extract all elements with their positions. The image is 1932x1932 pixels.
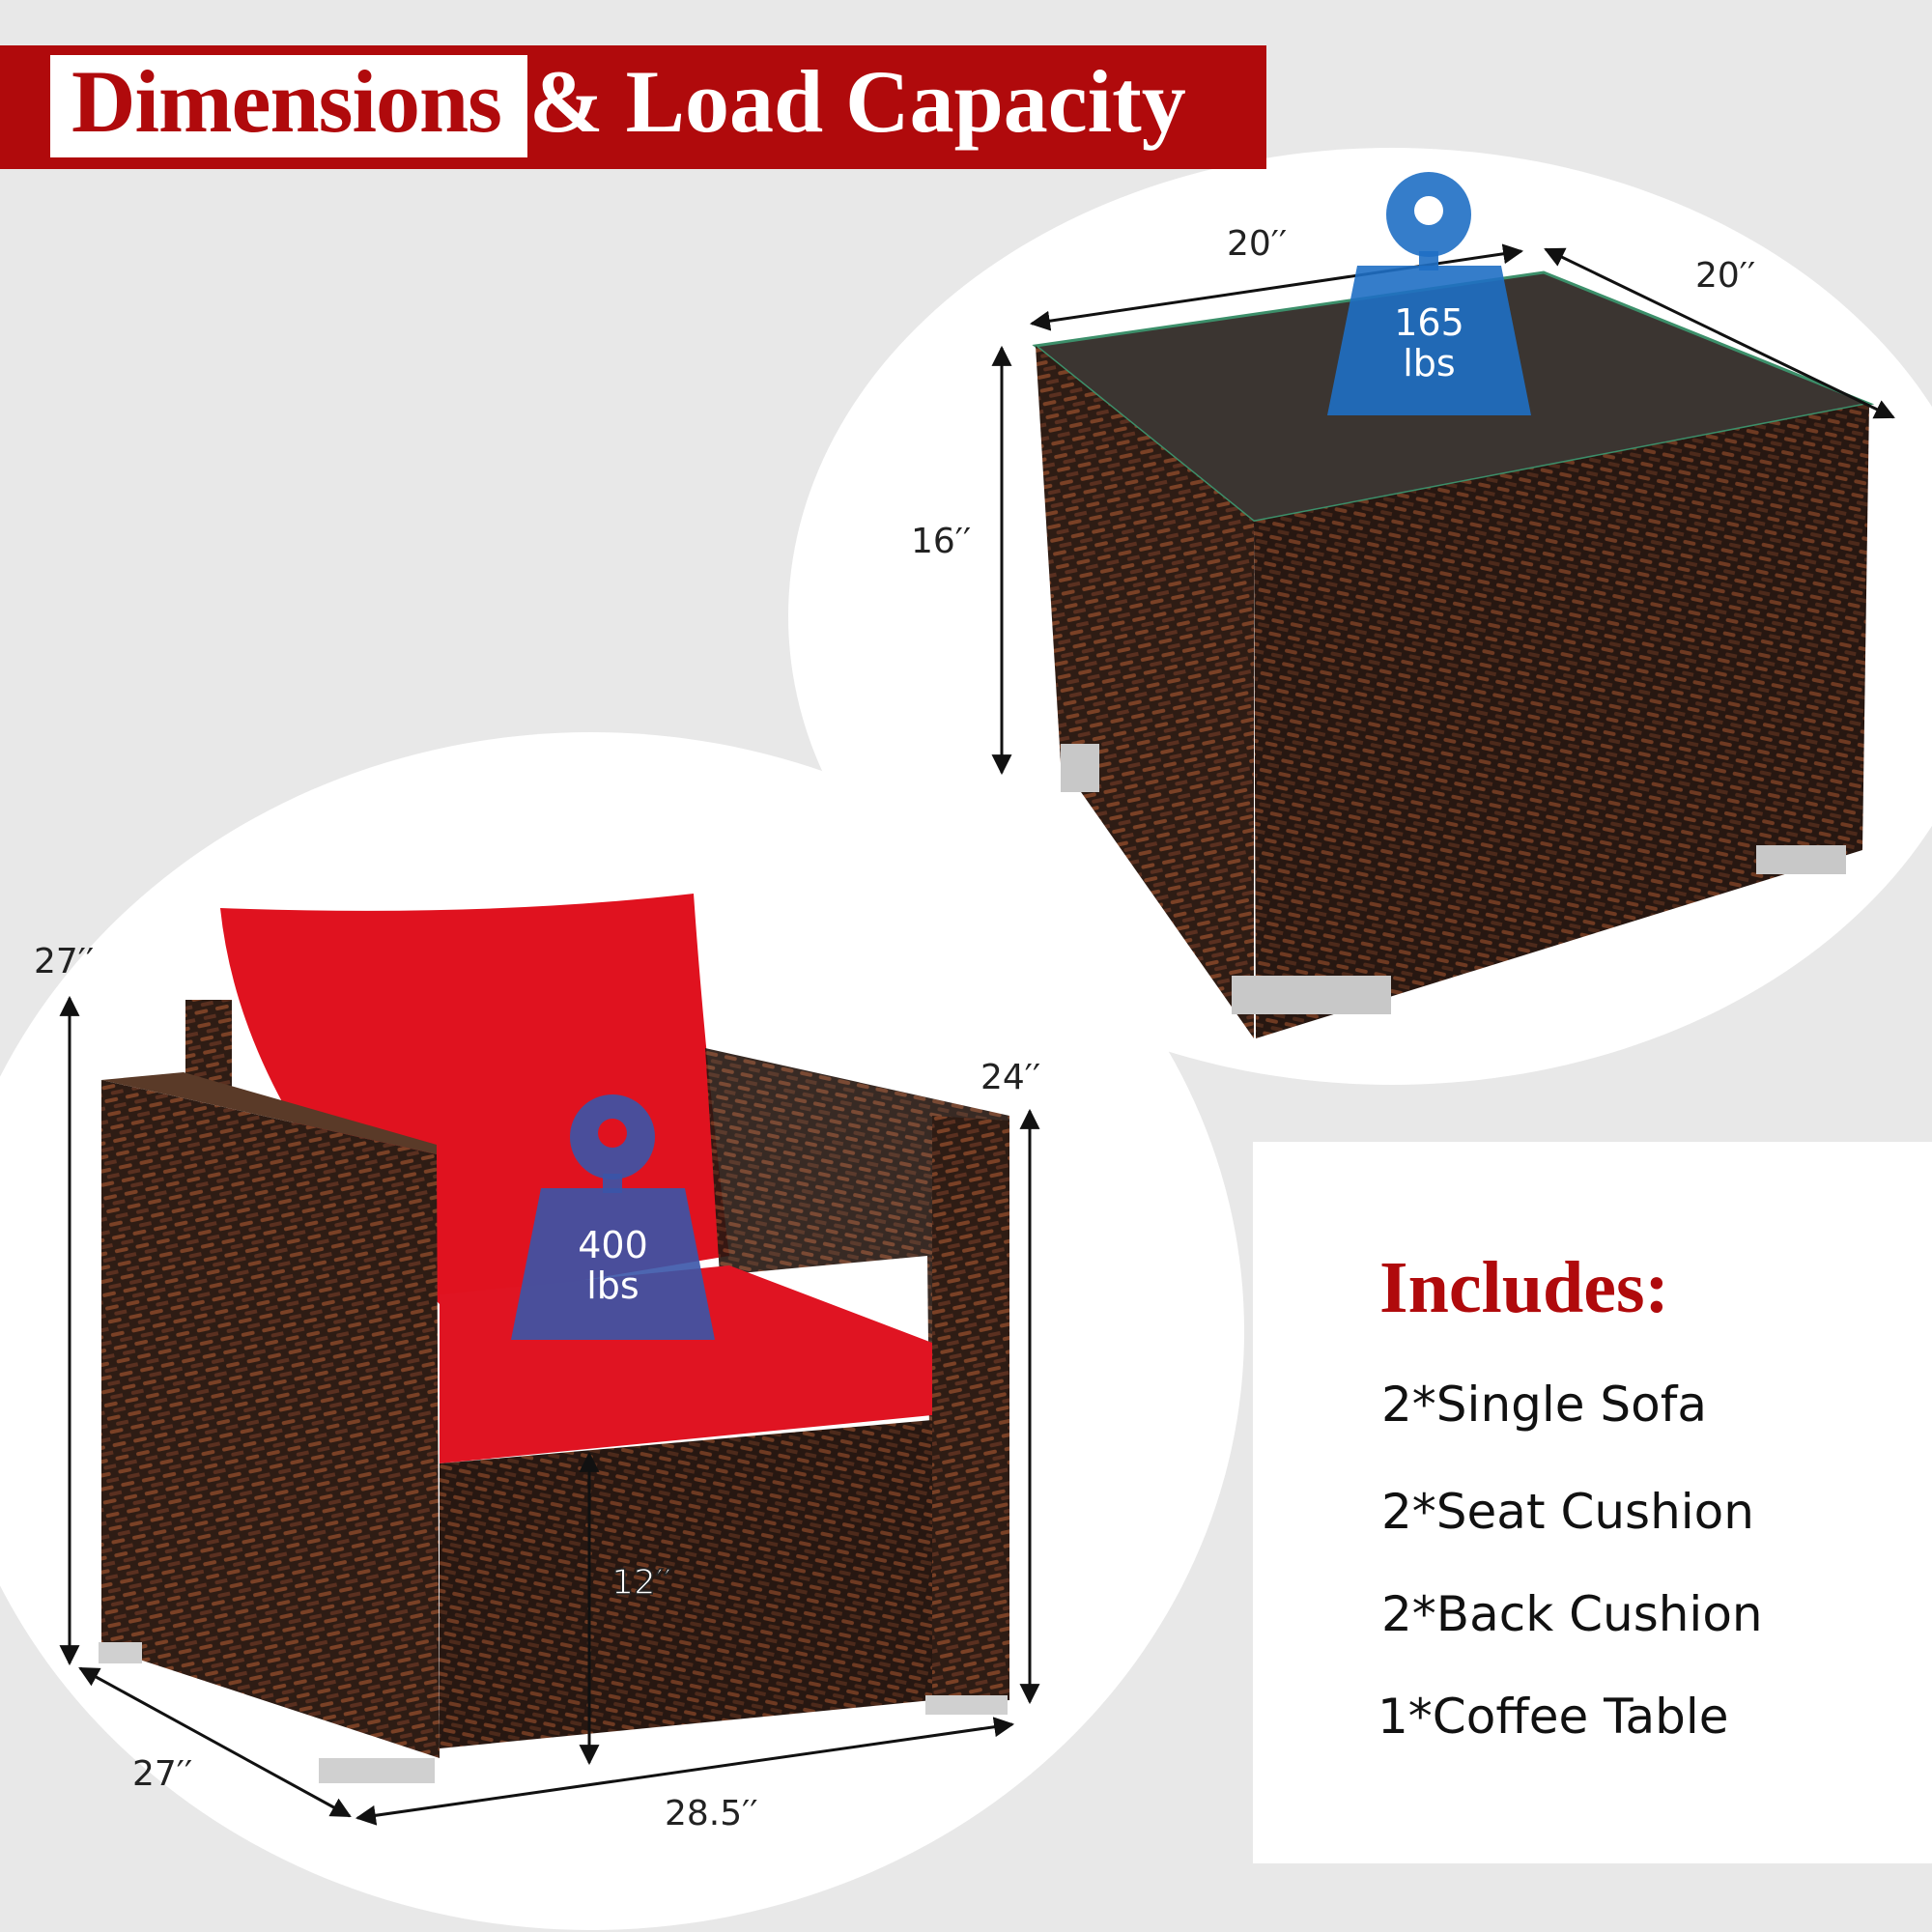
includes-item: 1*Coffee Table bbox=[1378, 1689, 1729, 1745]
table-height-label: 16′′ bbox=[911, 522, 972, 561]
table-load-weight-icon: 165 lbs bbox=[1325, 169, 1533, 422]
includes-panel bbox=[1253, 1142, 1932, 1863]
table-load-value: 165 bbox=[1394, 301, 1464, 344]
includes-item: 2*Back Cushion bbox=[1381, 1586, 1763, 1642]
title-dimensions: Dimensions bbox=[71, 52, 502, 151]
sofa-seat-height-label: 12′′ bbox=[611, 1562, 672, 1604]
includes-title: Includes: bbox=[1379, 1247, 1669, 1328]
includes-item: 2*Single Sofa bbox=[1381, 1377, 1707, 1433]
table-depth-label: 20′′ bbox=[1695, 256, 1756, 296]
sofa-load-unit: lbs bbox=[586, 1264, 639, 1307]
sofa-arm-height-label: 24′′ bbox=[980, 1058, 1041, 1097]
sofa-depth-label: 27′′ bbox=[132, 1754, 193, 1794]
includes-item: 2*Seat Cushion bbox=[1381, 1484, 1754, 1540]
sofa-width-label: 28.5′′ bbox=[665, 1794, 758, 1833]
sofa-total-height-label: 27′′ bbox=[34, 942, 95, 981]
sofa-load-weight-icon: 400 lbs bbox=[509, 1092, 717, 1345]
table-width-label: 20′′ bbox=[1227, 224, 1288, 264]
title-load-capacity: & Load Capacity bbox=[529, 52, 1186, 151]
table-load-unit: lbs bbox=[1403, 342, 1456, 384]
header-highlight-box bbox=[50, 55, 527, 157]
sofa-load-value: 400 bbox=[578, 1224, 648, 1266]
